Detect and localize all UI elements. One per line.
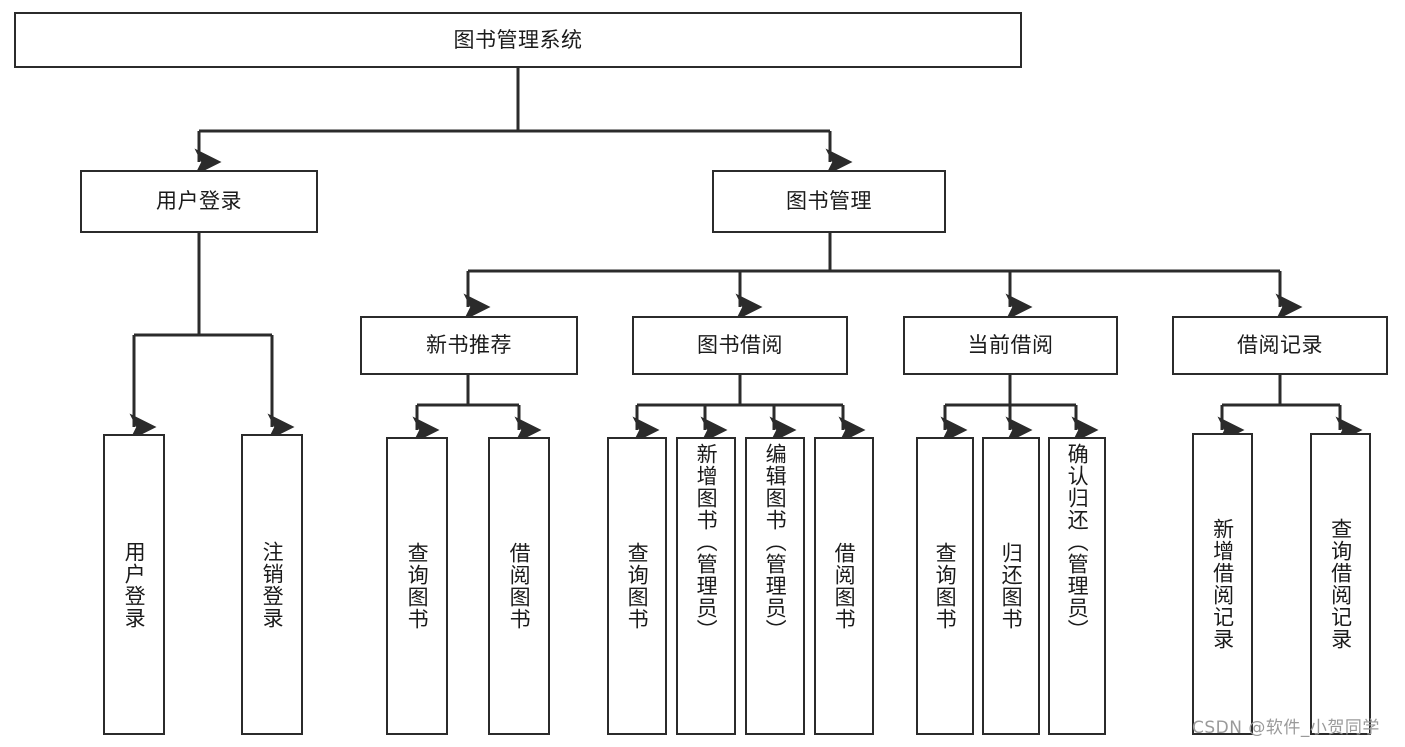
leaf-borrow-book[interactable]: 借阅图书 [814, 437, 874, 735]
node-label: 归还图书 [999, 542, 1024, 630]
node-label: 查询借阅记录 [1328, 518, 1353, 650]
node-label: 编辑图书（管理员） [763, 443, 788, 641]
node-label: 新增图书（管理员） [694, 443, 719, 641]
node-label: 查询图书 [933, 542, 958, 630]
leaf-query-book-borrow[interactable]: 查询图书 [607, 437, 667, 735]
node-label: 借阅图书 [507, 542, 532, 630]
node-label: 借阅记录 [1237, 333, 1323, 358]
leaf-borrow-book-recommend[interactable]: 借阅图书 [488, 437, 550, 735]
leaf-query-book-current[interactable]: 查询图书 [916, 437, 974, 735]
node-root-system[interactable]: 图书管理系统 [14, 12, 1022, 68]
leaf-query-book-recommend[interactable]: 查询图书 [386, 437, 448, 735]
node-label: 用户登录 [122, 540, 147, 629]
node-label: 图书管理 [786, 189, 872, 214]
leaf-edit-book-admin[interactable]: 编辑图书（管理员） [745, 437, 805, 735]
node-label: 确认归还（管理员） [1065, 443, 1090, 641]
node-current-borrow[interactable]: 当前借阅 [903, 316, 1118, 375]
node-book-borrow[interactable]: 图书借阅 [632, 316, 848, 375]
node-label: 注销登录 [260, 540, 285, 629]
node-label: 新增借阅记录 [1210, 518, 1235, 650]
node-user-login[interactable]: 用户登录 [80, 170, 318, 233]
node-book-management[interactable]: 图书管理 [712, 170, 946, 233]
node-new-book-recommend[interactable]: 新书推荐 [360, 316, 578, 375]
leaf-return-book[interactable]: 归还图书 [982, 437, 1040, 735]
leaf-user-login[interactable]: 用户登录 [103, 434, 165, 735]
leaf-confirm-return-admin[interactable]: 确认归还（管理员） [1048, 437, 1106, 735]
node-label: 查询图书 [625, 542, 650, 630]
node-label: 借阅图书 [832, 542, 857, 630]
leaf-add-book-admin[interactable]: 新增图书（管理员） [676, 437, 736, 735]
leaf-logout[interactable]: 注销登录 [241, 434, 303, 735]
leaf-add-borrow-record[interactable]: 新增借阅记录 [1192, 433, 1253, 735]
node-borrow-record[interactable]: 借阅记录 [1172, 316, 1388, 375]
node-label: 图书管理系统 [453, 27, 583, 52]
leaf-query-borrow-record[interactable]: 查询借阅记录 [1310, 433, 1371, 735]
node-label: 用户登录 [156, 189, 242, 214]
node-label: 查询图书 [405, 542, 430, 630]
node-label: 新书推荐 [426, 333, 512, 358]
node-label: 图书借阅 [697, 333, 783, 358]
watermark-text: CSDN @软件_小贺同学 [1192, 718, 1380, 738]
node-label: 当前借阅 [967, 333, 1054, 358]
